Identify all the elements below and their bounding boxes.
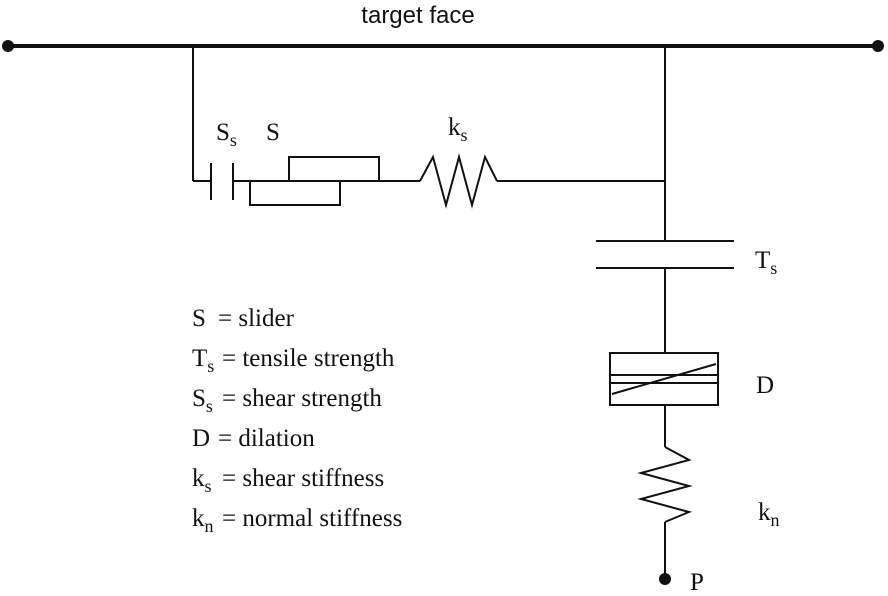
shear-stiffness-symbol: ks [448, 114, 468, 145]
dilation-upper-block [609, 352, 719, 384]
target-face-label: target face [361, 2, 475, 29]
legend-row-tensile-strength: Ts= tensile strength [192, 345, 395, 376]
slider-symbol: S [266, 119, 280, 146]
slider-lower-block [249, 180, 341, 206]
normal-stiffness-symbol: kn [758, 499, 780, 530]
legend-row-dilation: D= dilation [192, 425, 315, 452]
legend-row-normal-stiffness: kn= normal stiffness [192, 505, 403, 536]
dilation-symbol: D [756, 372, 775, 399]
target-face-right-endpoint [872, 40, 884, 52]
slider-upper-block [288, 156, 380, 182]
normal-stiffness-spring [637, 446, 693, 523]
legend-row-slider: S= slider [192, 305, 294, 332]
target-face-left-endpoint [2, 40, 14, 52]
shear-stiffness-spring [419, 153, 498, 209]
legend-row-shear-stiffness: ks= shear stiffness [192, 465, 385, 496]
dilation-slope-line [611, 363, 717, 395]
tensile-strength-symbol: Ts [755, 247, 778, 278]
legend-row-shear-strength: Ss= shear strength [192, 385, 382, 416]
shear-strength-symbol: Ss [216, 119, 237, 150]
point-p-label: P [690, 569, 704, 596]
point-p-node [659, 573, 671, 585]
